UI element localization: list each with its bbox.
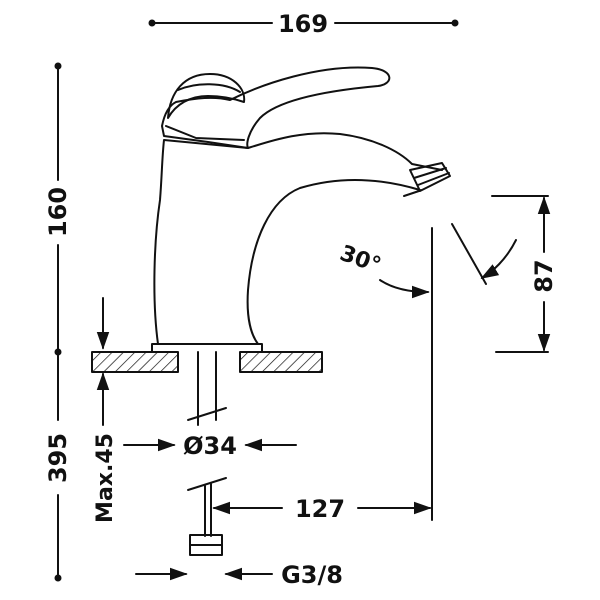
- countertop-left-section: [91, 351, 179, 373]
- angle-arc: [379, 279, 430, 299]
- thread-label: G3/8: [281, 561, 343, 589]
- body-spout-outline: [153, 132, 443, 345]
- clearance-dimension: [491, 195, 551, 353]
- lever-cap: [167, 73, 246, 119]
- deck-thickness-label: Max.45: [93, 433, 118, 523]
- clearance-label: 87: [530, 259, 558, 292]
- angle-label: 30°: [336, 241, 384, 279]
- diameter-label: Ø34: [183, 432, 237, 460]
- supply-pipe: [187, 351, 227, 556]
- total-length-dimension: [54, 351, 62, 582]
- lever-handle-edge: [165, 125, 245, 141]
- dimension-end-dot: [54, 574, 62, 582]
- break-mark: [187, 477, 227, 491]
- faucet-body: [151, 66, 451, 352]
- angle-arc: [480, 239, 517, 279]
- angle-dimension: [379, 223, 517, 299]
- lever-handle: [161, 66, 391, 149]
- reach-dimension: [212, 227, 433, 521]
- spout-aerator: [403, 162, 451, 197]
- width-label: 169: [278, 10, 328, 38]
- reach-label: 127: [295, 495, 345, 523]
- angle-ray: [451, 223, 487, 285]
- countertop-right-section: [239, 351, 323, 373]
- width-dimension: [148, 19, 459, 27]
- countertop: [91, 351, 323, 373]
- break-mark: [187, 407, 227, 421]
- lever-cap-band: [177, 83, 241, 93]
- height-dimension: [54, 62, 62, 356]
- height-label: 160: [44, 187, 72, 237]
- total-length-label: 395: [44, 433, 72, 483]
- base-flange: [151, 343, 263, 352]
